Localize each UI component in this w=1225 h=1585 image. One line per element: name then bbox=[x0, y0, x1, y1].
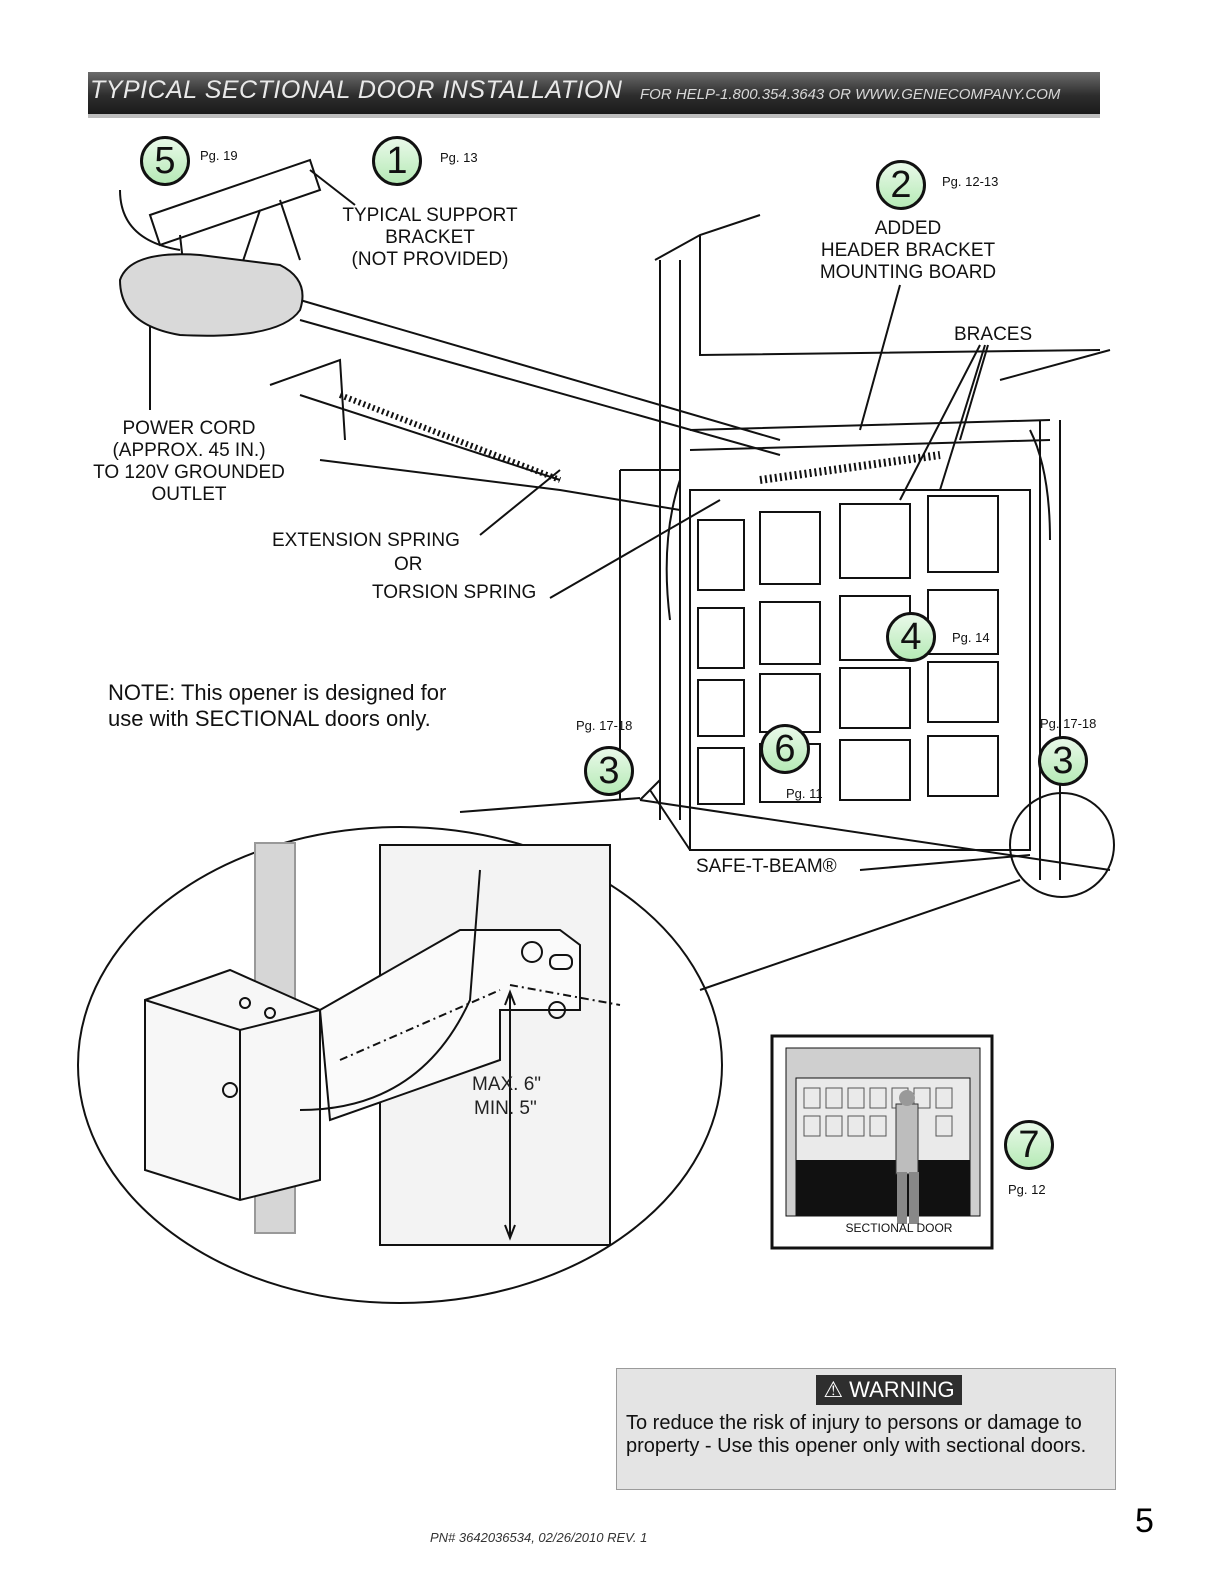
callout-5-icon: 5 bbox=[140, 136, 190, 186]
header-bracket-frame bbox=[654, 214, 1101, 357]
callout-4-page: Pg. 14 bbox=[952, 630, 990, 645]
callout-1-icon: 1 bbox=[372, 136, 422, 186]
min-distance-label: MIN. 5" bbox=[474, 1098, 537, 1119]
safe-t-beam-label: SAFE-T-BEAM® bbox=[696, 856, 837, 877]
callout-3-right-icon: 3 bbox=[1038, 736, 1088, 786]
callout-2-icon: 2 bbox=[876, 160, 926, 210]
callout-5-page: Pg. 19 bbox=[200, 148, 238, 163]
door-right-jamb bbox=[1039, 420, 1061, 880]
torsion-spring-label: TORSION SPRING bbox=[372, 582, 537, 603]
callout-4-icon: 4 bbox=[886, 612, 936, 662]
extension-spring-label: EXTENSION SPRING bbox=[272, 530, 460, 551]
callout-1-page: Pg. 13 bbox=[440, 150, 478, 165]
callout-3-left-icon: 3 bbox=[584, 746, 634, 796]
detail-circle bbox=[77, 826, 723, 1304]
extension-spring bbox=[338, 392, 562, 483]
support-bracket bbox=[148, 158, 322, 247]
power-cord-label: POWER CORD (APPROX. 45 IN.) TO 120V GROU… bbox=[93, 418, 285, 505]
callout-7-page: Pg. 12 bbox=[1008, 1182, 1046, 1197]
braces-label: BRACES bbox=[954, 324, 1033, 345]
sectional-door-inset bbox=[770, 1034, 994, 1250]
warning-text: To reduce the risk of injury to persons … bbox=[626, 1412, 1087, 1457]
max-distance-label: MAX. 6" bbox=[472, 1074, 542, 1095]
note-text: NOTE: This opener is designed for use wi… bbox=[108, 680, 447, 731]
callout-3-left-page: Pg. 17-18 bbox=[576, 718, 633, 733]
header-bar bbox=[88, 72, 1100, 118]
help-contact: FOR HELP-1.800.354.3643 OR WWW.GENIECOMP… bbox=[640, 86, 1061, 103]
part-number: PN# 3642036534, 02/26/2010 REV. 1 bbox=[430, 1530, 648, 1545]
garage-door bbox=[689, 489, 1031, 851]
door-windows bbox=[697, 495, 999, 805]
callout-6-page: Pg. 11 bbox=[786, 786, 823, 801]
rail bbox=[299, 299, 781, 456]
header-bracket-label: ADDED HEADER BRACKET MOUNTING BOARD bbox=[819, 218, 997, 283]
sectional-door-caption: SECTIONAL DOOR bbox=[845, 1221, 953, 1235]
door-left-jamb bbox=[659, 260, 681, 820]
zoom-circle bbox=[1009, 792, 1115, 898]
warning-title: ⚠ WARNING bbox=[816, 1375, 962, 1405]
callout-2-page: Pg. 12-13 bbox=[942, 174, 999, 189]
page-number: 5 bbox=[1135, 1502, 1154, 1540]
callout-6-icon: 6 bbox=[760, 724, 810, 774]
page-title: TYPICAL SECTIONAL DOOR INSTALLATION bbox=[90, 76, 623, 104]
callout-7-icon: 7 bbox=[1004, 1120, 1054, 1170]
spring-or-label: OR bbox=[394, 554, 423, 575]
opener-motor bbox=[118, 253, 304, 337]
warning-triangle-icon: ⚠ bbox=[823, 1377, 850, 1402]
torsion-spring bbox=[759, 451, 941, 484]
callout-3-right-page: Pg. 17-18 bbox=[1040, 716, 1097, 731]
support-bracket-label: TYPICAL SUPPORT BRACKET (NOT PROVIDED) bbox=[342, 205, 518, 270]
power-cord bbox=[119, 189, 181, 251]
